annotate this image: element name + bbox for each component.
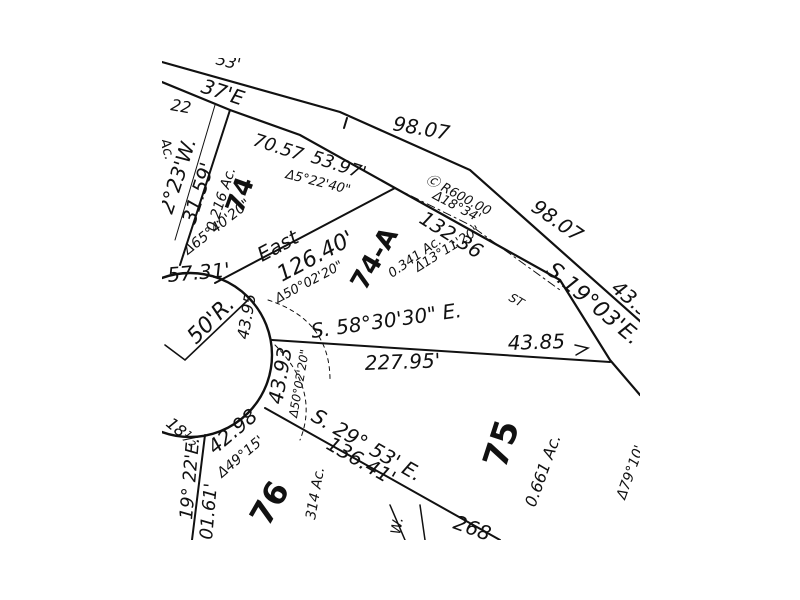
cul-de-sac [162, 271, 274, 439]
area-75: 0.661 Ac. [521, 432, 565, 510]
distance-43-95: 43.95 [233, 292, 260, 340]
road-tick [343, 117, 348, 129]
cul-de-sac-radius [164, 299, 249, 362]
s58-line [271, 339, 611, 363]
distance-98-07-b: 98.07 [527, 194, 588, 247]
distance-268: 268 [450, 510, 494, 546]
distance-22: 22 [169, 95, 192, 117]
radius-label: 50'R. [183, 292, 241, 350]
lot-74a-label: 74-A [345, 222, 405, 295]
s58-arrow [574, 344, 591, 356]
distance-01-61: 01.61' [196, 482, 222, 540]
bearing-top-road-partial: 53' [214, 49, 243, 73]
bearing-s58: S. 58°30'30" E. [309, 298, 463, 343]
curve-74a-arc [267, 299, 331, 381]
lot-74-west-inner [174, 104, 216, 241]
lot-76-label: 76 [242, 474, 297, 532]
curve-delta-79-10: Δ79°10' [613, 443, 648, 502]
area-76: 314 Ac. [303, 466, 328, 521]
lot-74-west-line [179, 109, 231, 266]
small-parcel-line [389, 504, 426, 540]
road-centerline [394, 187, 561, 291]
area-left: Ac. [156, 136, 177, 162]
lot-75-label: 75 [476, 415, 529, 472]
distance-57-31: 57.31' [166, 258, 231, 287]
distance-43-85: 43.85 [507, 329, 565, 355]
east-line [214, 187, 396, 284]
w-label: W. [388, 516, 407, 536]
curve-st: ST [507, 290, 528, 310]
lot-76-west-line [191, 434, 206, 540]
s29-line [264, 407, 501, 540]
plat-drawing: 37'E 53' 98.07 98.07 S.19°03'E. 43.9 22 … [156, 49, 648, 546]
road-north-line [162, 60, 640, 323]
distance-227-95: 227.95' [364, 348, 440, 375]
bearing-top-road: 37'E [198, 74, 247, 110]
